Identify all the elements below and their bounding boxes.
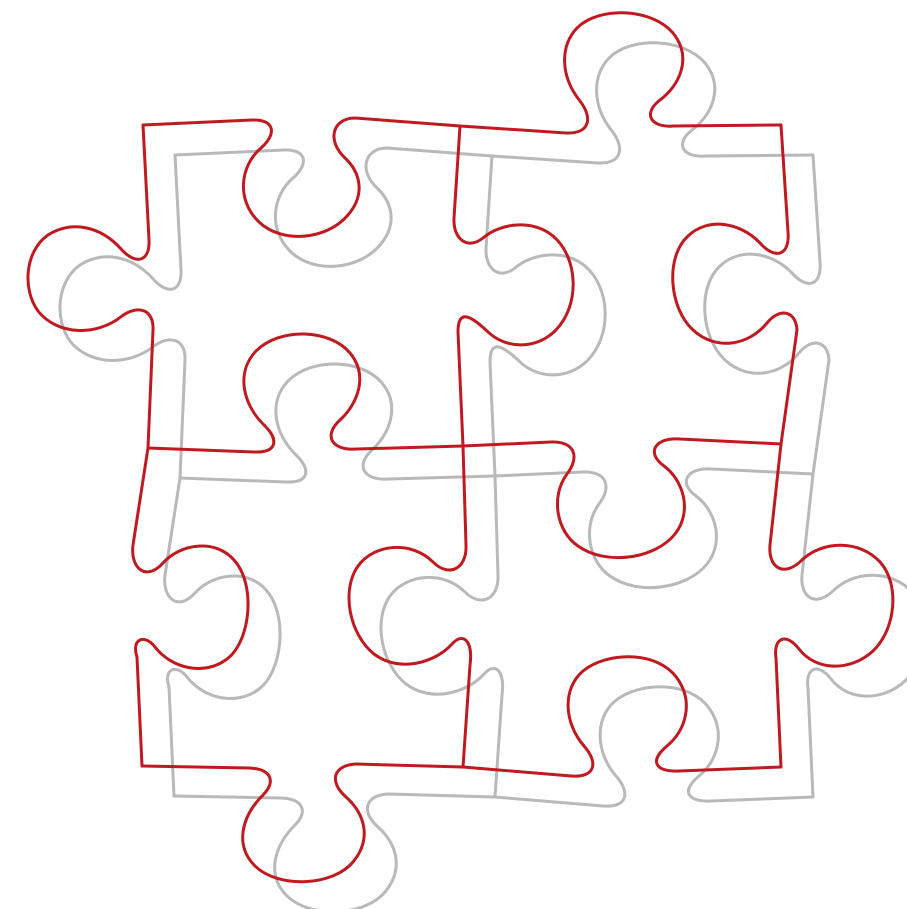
seam-horizontal-right <box>463 439 781 558</box>
seam-vertical-bottom-shadow <box>381 476 503 797</box>
top-left-piece-top-edge-shadow <box>175 148 492 266</box>
seam-vertical-bottom <box>349 446 471 767</box>
seam-horizontal-right-shadow <box>495 469 813 588</box>
seam-horizontal-left <box>148 334 463 452</box>
seam-vertical-top <box>454 126 573 446</box>
bottom-right-piece-right-edge <box>770 444 893 767</box>
bottom-right-piece-right-edge-shadow <box>802 474 907 797</box>
bottom-left-piece-left-edge <box>133 448 248 766</box>
top-right-piece-right-edge <box>673 125 797 444</box>
top-right-piece-right-edge-shadow <box>705 155 829 474</box>
top-left-piece-left-edge <box>28 125 153 448</box>
bottom-right-piece-bottom-edge <box>463 657 781 776</box>
bottom-left-piece-bottom-edge-shadow <box>174 794 495 909</box>
bottom-right-piece-bottom-edge-shadow <box>495 687 813 806</box>
puzzle-outline <box>28 13 893 882</box>
top-right-piece-top-edge <box>460 13 781 133</box>
top-left-piece-top-edge <box>143 118 460 236</box>
bottom-left-piece-left-edge-shadow <box>165 478 280 796</box>
puzzle-shadow-outline <box>60 43 907 909</box>
seam-vertical-top-shadow <box>486 156 605 476</box>
top-right-piece-top-edge-shadow <box>492 43 813 163</box>
bottom-left-piece-bottom-edge <box>142 764 463 882</box>
